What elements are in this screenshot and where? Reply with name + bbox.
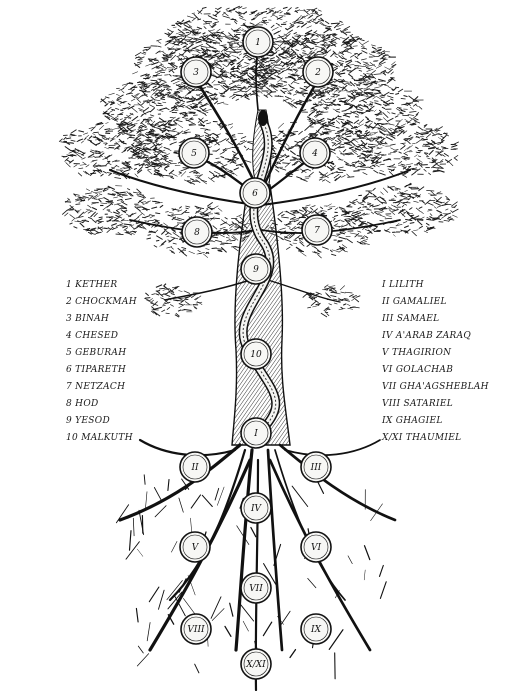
- qliphah-node-3: III: [301, 452, 331, 482]
- svg-text:10: 10: [250, 350, 262, 360]
- qliphah-node-8: VIII: [181, 614, 211, 644]
- svg-text:6: 6: [252, 189, 258, 199]
- svg-text:VIII: VIII: [187, 625, 205, 635]
- qliphah-node-10: X/XI: [241, 649, 271, 679]
- sephirah-node-6: 6: [240, 178, 270, 208]
- svg-text:I: I: [253, 429, 258, 439]
- sephirah-node-4: 4: [300, 138, 330, 168]
- svg-text:VII: VII: [249, 584, 263, 594]
- svg-text:3: 3: [193, 68, 199, 78]
- svg-text:5: 5: [191, 149, 197, 159]
- legend-right-item: VII GHA'AGSHEBLAH: [382, 382, 489, 392]
- qliphah-node-5: V: [180, 532, 210, 562]
- svg-text:IX: IX: [310, 625, 322, 635]
- qliphah-node-7: VII: [241, 573, 271, 603]
- legend-left-item: 10 MALKUTH: [66, 433, 133, 443]
- svg-text:9: 9: [253, 265, 259, 275]
- legend-left-item: 4 CHESED: [65, 331, 118, 341]
- legend-right-item: V THAGIRION: [382, 348, 452, 358]
- legend-left-item: 9 YESOD: [66, 416, 110, 426]
- svg-text:III: III: [310, 463, 322, 473]
- qliphah-node-6: VI: [301, 532, 331, 562]
- qliphah-node-9: IX: [301, 614, 331, 644]
- sephirah-node-2: 2: [303, 57, 333, 87]
- sephirah-node-5: 5: [179, 138, 209, 168]
- qliphah-node-2: II: [180, 452, 210, 482]
- legend-left-item: 8 HOD: [66, 399, 99, 409]
- legend-left-item: 5 GEBURAH: [66, 348, 126, 358]
- legend-qliphoth: I LILITH II GAMALIEL III SAMAEL IV A'ARA…: [381, 280, 489, 443]
- legend-left-item: 2 CHOCKMAH: [65, 297, 137, 307]
- svg-text:1: 1: [255, 38, 261, 48]
- sephirah-node-7: 7: [302, 215, 332, 245]
- legend-right-item: IX GHAGIEL: [381, 416, 443, 426]
- legend-left-item: 6 TIPARETH: [66, 365, 126, 375]
- legend-right-item: III SAMAEL: [381, 314, 439, 324]
- svg-text:X/XI: X/XI: [245, 660, 266, 670]
- qliphah-node-1: I: [241, 418, 271, 448]
- legend-right-item: X/XI THAUMIEL: [381, 433, 461, 443]
- legend-left-item: 1 KETHER: [66, 280, 117, 290]
- legend-right-item: VIII SATARIEL: [382, 399, 453, 409]
- qliphah-node-4: IV: [241, 493, 271, 523]
- legend-right-item: II GAMALIEL: [381, 297, 447, 307]
- sephirah-node-8: 8: [182, 217, 212, 247]
- svg-text:VI: VI: [311, 543, 321, 553]
- sephirah-node-10: 10: [241, 339, 271, 369]
- svg-text:II: II: [190, 463, 199, 473]
- svg-text:2: 2: [314, 68, 321, 78]
- legend-right-item: IV A'ARAB ZARAQ: [381, 331, 471, 341]
- sephirah-node-1: 1: [243, 27, 273, 57]
- svg-text:8: 8: [194, 228, 200, 238]
- legend-left-item: 7 NETZACH: [66, 382, 125, 392]
- sephirah-node-3: 3: [181, 57, 211, 87]
- legend-left-item: 3 BINAH: [66, 314, 109, 324]
- legend-right-item: I LILITH: [381, 280, 424, 290]
- legend-right-item: VI GOLACHAB: [382, 365, 453, 375]
- svg-text:4: 4: [311, 149, 318, 159]
- svg-text:IV: IV: [250, 504, 263, 514]
- legend-sephiroth: 1 KETHER 2 CHOCKMAH 3 BINAH 4 CHESED 5 G…: [65, 280, 137, 443]
- svg-text:7: 7: [314, 226, 320, 236]
- sephirah-node-9: 9: [241, 254, 271, 284]
